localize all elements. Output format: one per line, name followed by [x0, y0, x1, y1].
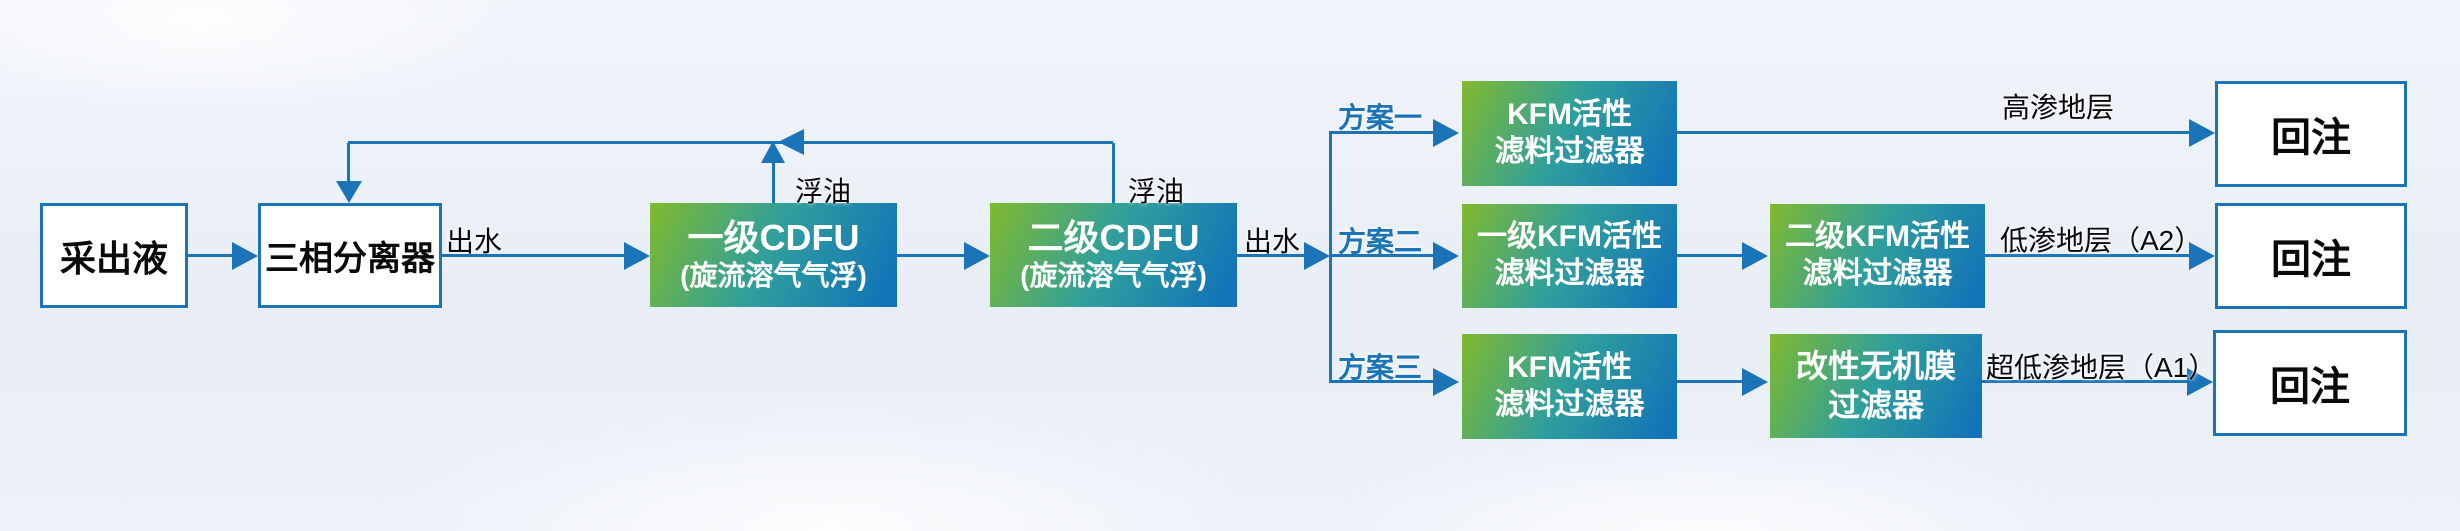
flow-line — [1982, 380, 2187, 383]
cdfu2-subtitle: (旋流溶气气浮) — [1020, 260, 1207, 292]
arrowhead-right — [232, 242, 258, 270]
arrowhead-right — [1433, 119, 1459, 147]
plan1-kfm-filter-line2: 滤料过滤器 — [1494, 134, 1645, 168]
plan3-kfm-filter-line2: 滤料过滤器 — [1494, 387, 1645, 421]
skim-oil-return-line — [347, 143, 350, 183]
reinjection-label-3: 回注 — [2270, 365, 2350, 409]
plan2-kfm-filter-stage1-box: 一级KFM活性 滤料过滤器 — [1462, 204, 1677, 308]
reinjection-label-1: 回注 — [2271, 116, 2351, 160]
flow-line — [897, 254, 964, 257]
plan1-kfm-filter-line1: KFM活性 — [1507, 97, 1632, 131]
flow-line — [1985, 254, 2189, 257]
skim-oil-label-2: 浮油 — [1128, 176, 1185, 207]
arrowhead-left — [778, 129, 804, 155]
plan3-kfm-filter-line1: KFM活性 — [1507, 350, 1632, 384]
reinjection-box-2: 回注 — [2215, 203, 2407, 309]
formation-low-label: 低渗地层（A2） — [2000, 225, 2203, 256]
plan1-label: 方案一 — [1338, 102, 1423, 133]
cdfu1-box: 一级CDFU (旋流溶气气浮) — [650, 203, 897, 307]
branch-trunk-line — [1329, 131, 1332, 383]
plan2-kfm-stage2-line1: 二级KFM活性 — [1785, 220, 1970, 254]
plan2-label: 方案二 — [1338, 226, 1423, 257]
flow-line — [1330, 380, 1433, 383]
reinjection-box-3: 回注 — [2213, 330, 2407, 436]
flow-line — [1677, 380, 1742, 383]
plan2-kfm-filter-stage2-box: 二级KFM活性 滤料过滤器 — [1770, 204, 1985, 308]
arrowhead-right — [1433, 368, 1459, 396]
three-phase-separator-box: 三相分离器 — [258, 203, 442, 308]
arrowhead-right — [1742, 242, 1768, 270]
arrowhead-right — [2187, 368, 2213, 396]
flow-line — [1677, 254, 1742, 257]
plan2-kfm-stage2-line2: 滤料过滤器 — [1802, 257, 1953, 290]
arrowhead-right — [1433, 242, 1459, 270]
formation-high-label: 高渗地层 — [2002, 92, 2115, 123]
flow-line — [1677, 131, 2189, 134]
flow-line — [188, 254, 236, 257]
plan3-membrane-line2: 过滤器 — [1827, 387, 1924, 423]
background-cloud — [380, 400, 1280, 531]
three-phase-separator-label: 三相分离器 — [265, 240, 435, 278]
plan2-kfm-stage1-line1: 一级KFM活性 — [1477, 220, 1662, 254]
cdfu1-title: 一级CDFU — [687, 216, 860, 258]
flow-line — [442, 254, 624, 257]
skim-oil-label-1: 浮油 — [795, 176, 852, 207]
flow-line — [1330, 131, 1433, 134]
flow-line — [1330, 254, 1433, 257]
skim-oil-riser-2 — [1112, 143, 1115, 203]
arrowhead-right — [2189, 119, 2215, 147]
formation-ultralow-label: 超低渗地层（A1） — [1986, 352, 2217, 383]
plan3-membrane-line1: 改性无机膜 — [1795, 347, 1956, 384]
plan3-label: 方案三 — [1338, 352, 1423, 383]
plan3-kfm-filter-box: KFM活性 滤料过滤器 — [1462, 334, 1677, 439]
plan1-kfm-filter-box: KFM活性 滤料过滤器 — [1462, 81, 1677, 186]
produced-liquid-box: 采出液 — [40, 203, 188, 308]
arrowhead-right — [1742, 368, 1768, 396]
cdfu1-subtitle: (旋流溶气气浮) — [680, 260, 867, 292]
effluent-label-1: 出水 — [446, 226, 503, 257]
reinjection-label-2: 回注 — [2271, 238, 2351, 282]
arrowhead-right — [2189, 242, 2215, 270]
flow-line — [1237, 254, 1304, 257]
cdfu2-title: 二级CDFU — [1027, 216, 1200, 258]
arrowhead-right — [1304, 242, 1330, 270]
cdfu2-box: 二级CDFU (旋流溶气气浮) — [990, 203, 1237, 307]
skim-oil-return-line — [348, 141, 1113, 144]
arrowhead-right — [964, 242, 990, 270]
skim-oil-riser-1 — [772, 162, 775, 203]
plan3-membrane-filter-box: 改性无机膜 过滤器 — [1770, 334, 1982, 438]
produced-liquid-label: 采出液 — [59, 237, 168, 279]
effluent-label-2: 出水 — [1244, 226, 1301, 257]
arrowhead-right — [624, 242, 650, 270]
background-cloud — [0, 0, 550, 120]
reinjection-box-1: 回注 — [2215, 81, 2407, 187]
arrowhead-down — [336, 181, 362, 203]
plan2-kfm-stage1-line2: 滤料过滤器 — [1494, 257, 1645, 290]
background-cloud — [1300, 430, 2100, 531]
